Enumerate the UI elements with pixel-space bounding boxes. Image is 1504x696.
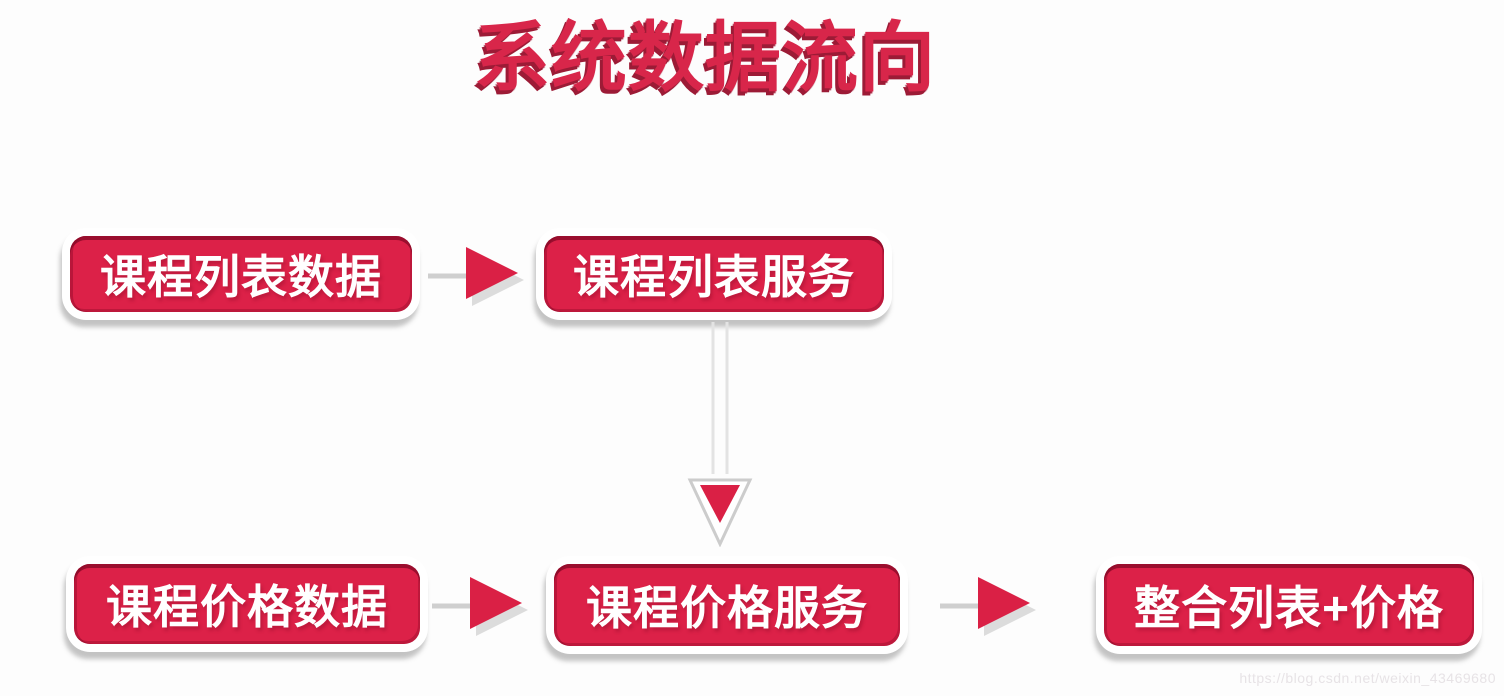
arrow-right-icon — [940, 577, 1036, 636]
node-merged-list-price: 整合列表+价格 — [1096, 556, 1482, 654]
csdn-watermark: https://blog.csdn.net/weixin_43469680 — [1239, 670, 1496, 686]
node-course-list-service-label: 课程列表服务 — [544, 236, 884, 312]
arrow-right-icon — [432, 577, 528, 636]
node-course-list-service: 课程列表服务 — [536, 228, 892, 320]
arrow-down-icon — [687, 322, 753, 547]
node-course-price-service-label: 课程价格服务 — [554, 564, 900, 646]
page-title: 系统数据流向 — [474, 16, 936, 101]
node-course-price-data-label: 课程价格数据 — [74, 564, 420, 644]
node-course-list-data-label: 课程列表数据 — [70, 236, 412, 312]
node-course-price-data: 课程价格数据 — [66, 556, 428, 652]
node-course-list-data: 课程列表数据 — [62, 228, 420, 320]
node-merged-list-price-label: 整合列表+价格 — [1104, 564, 1474, 646]
node-course-price-service: 课程价格服务 — [546, 556, 908, 654]
arrow-right-icon — [428, 247, 524, 306]
